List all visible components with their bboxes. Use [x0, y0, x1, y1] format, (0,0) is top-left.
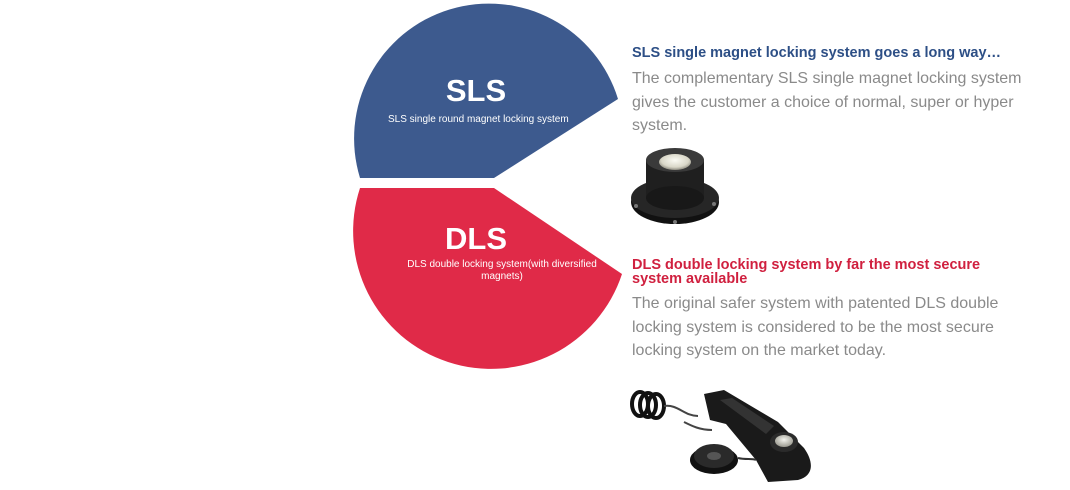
dls-pie-subtitle: DLS double locking system(with diversifi…	[407, 259, 597, 282]
sls-pie-subtitle: SLS single round magnet locking system	[388, 114, 569, 125]
single-round-magnet-image	[631, 148, 719, 224]
dls-pie-segment	[353, 188, 622, 369]
sls-pie-segment	[354, 3, 618, 179]
sls-heading: SLS single magnet locking system goes a …	[632, 45, 1002, 61]
dls-heading: DLS double locking system by far the mos…	[632, 257, 981, 287]
sls-description: The complementary SLS single magnet lock…	[632, 70, 1022, 134]
dls-pie-title: DLS	[445, 221, 507, 256]
sls-pie-title: SLS	[445, 73, 507, 108]
double-locking-device-image	[630, 390, 811, 482]
dls-description: The original safer system with patented …	[632, 295, 999, 359]
